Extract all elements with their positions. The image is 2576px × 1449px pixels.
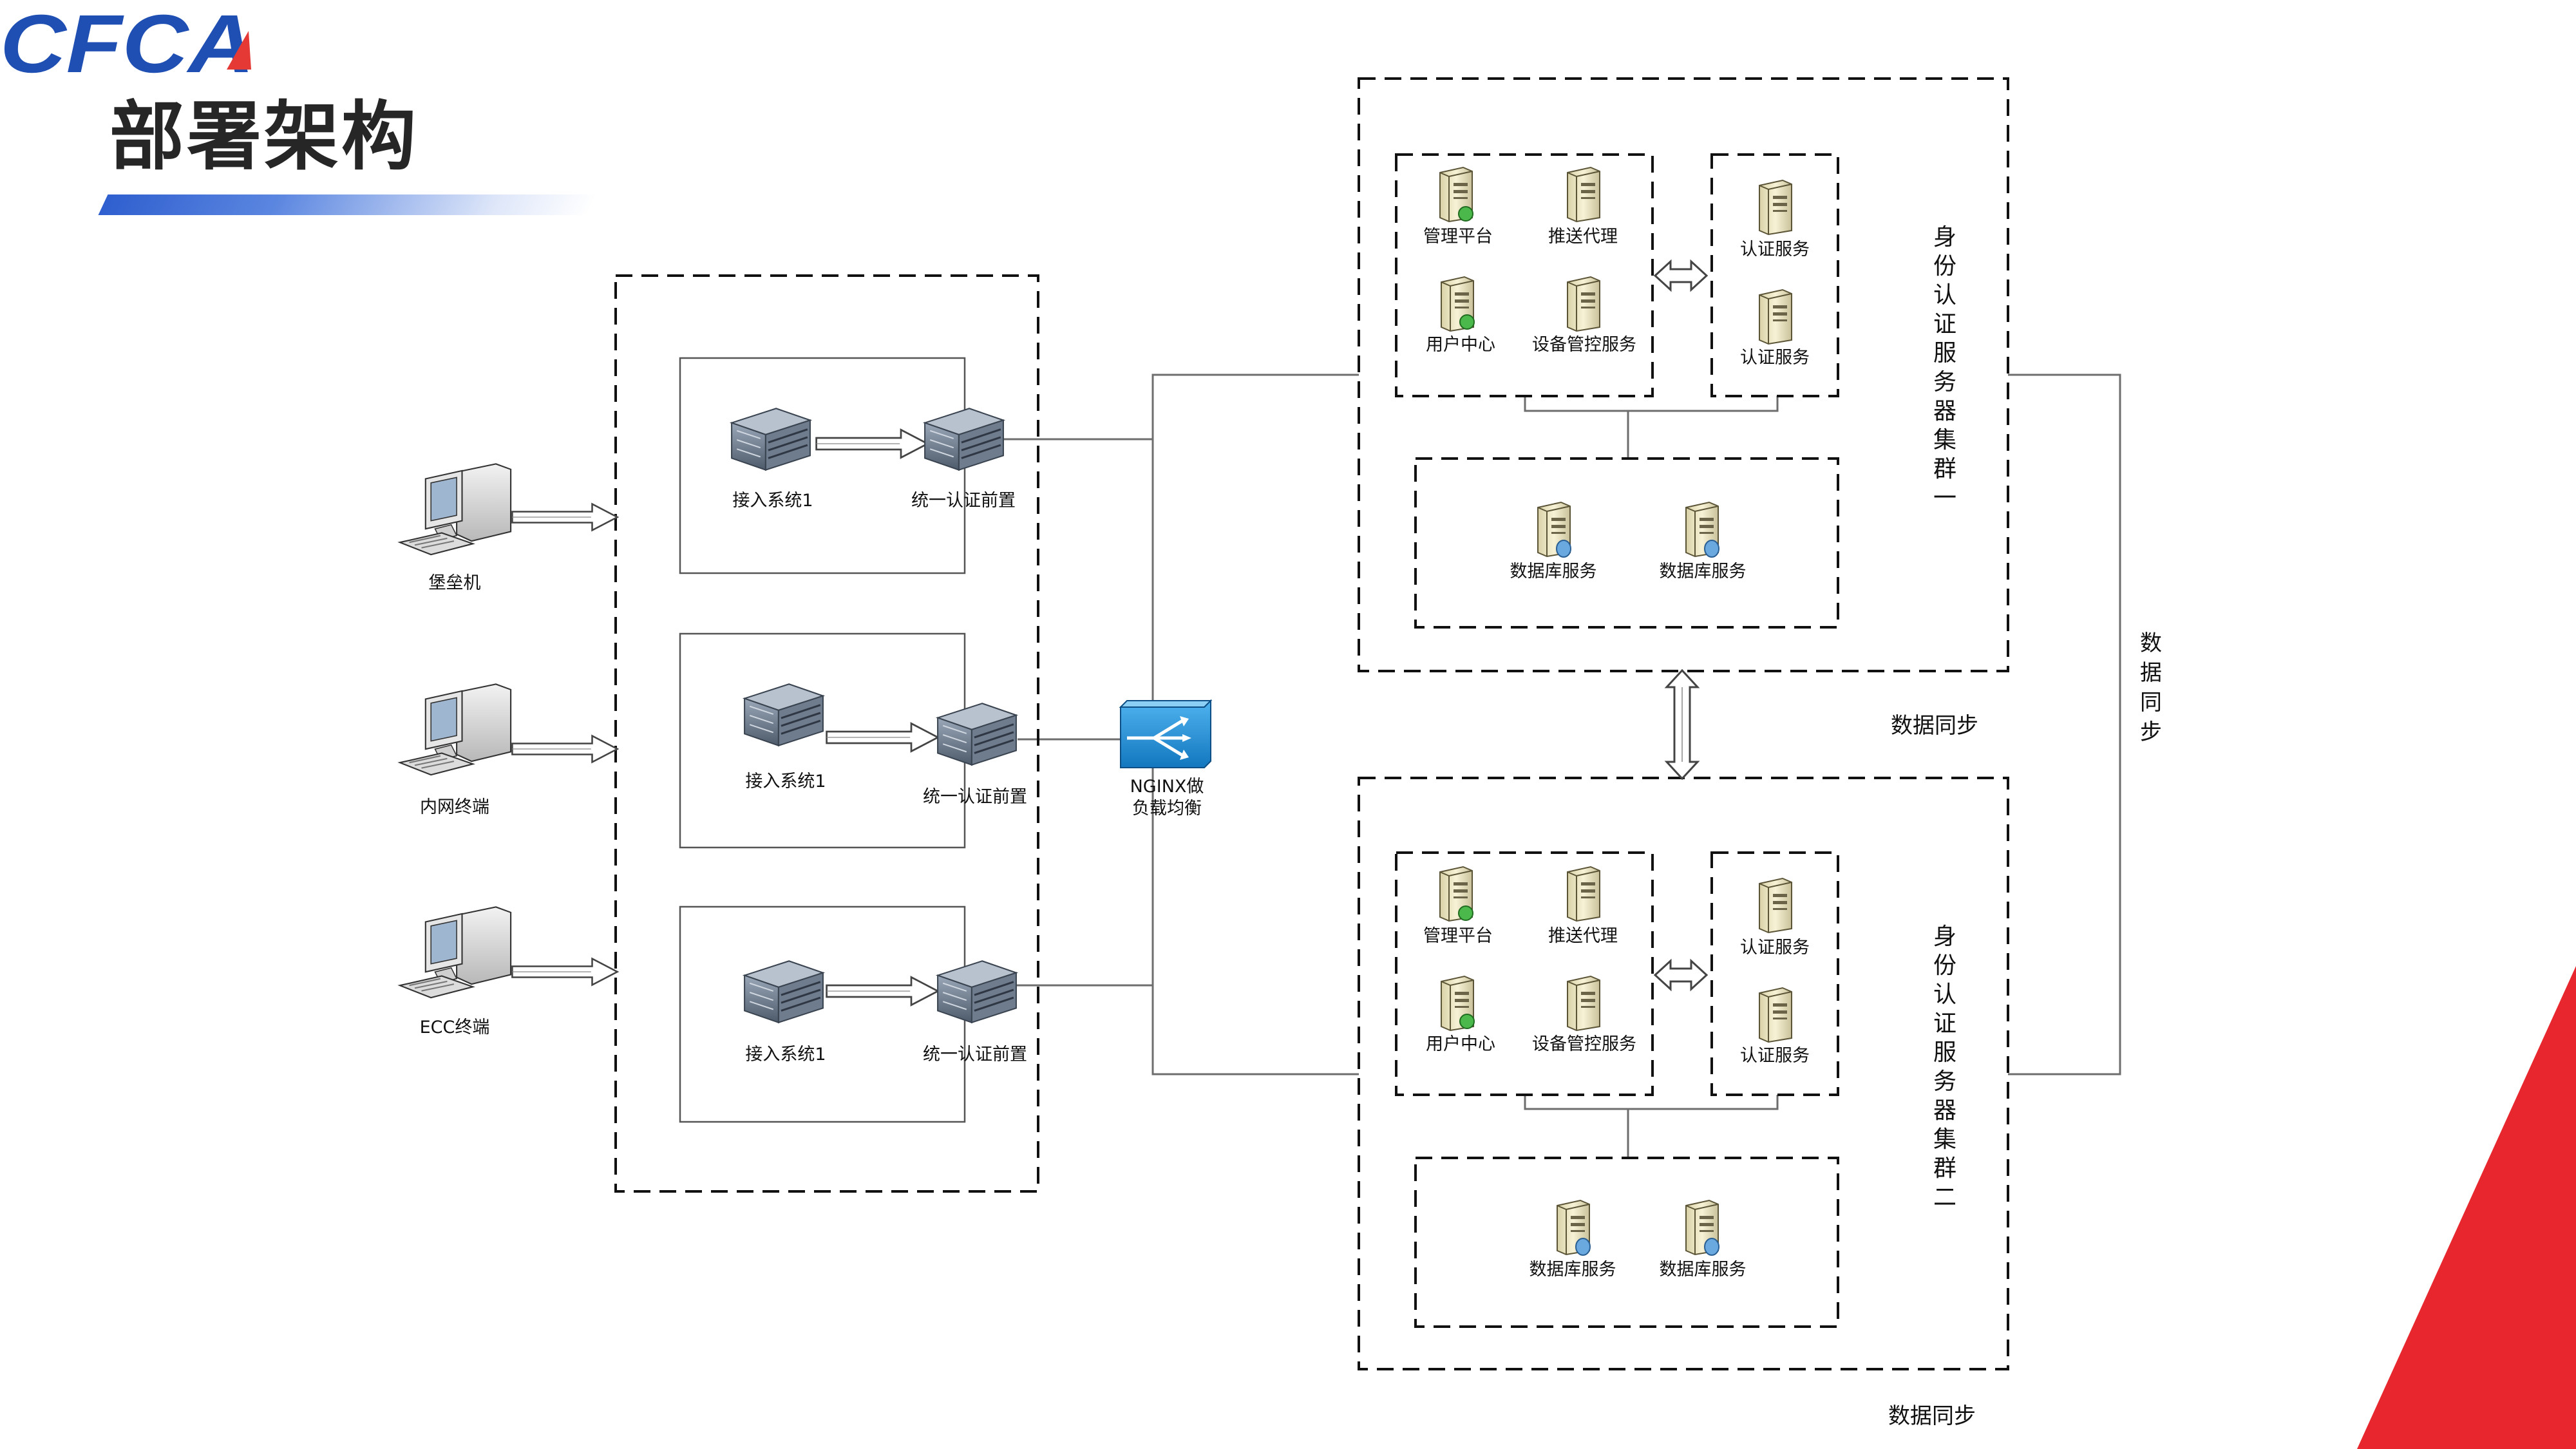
access-group-1: 接入系统1 统一认证前置	[730, 407, 1016, 511]
computer-icon	[399, 906, 512, 999]
status-icon	[1458, 905, 1473, 921]
auth-label: 认证服务	[1740, 1046, 1810, 1066]
cluster-one-db-box	[1414, 457, 1839, 629]
server-rack-icon	[936, 702, 1018, 766]
app-label: 设备管控服务	[1532, 1034, 1636, 1054]
flow-arrow-icon	[826, 976, 939, 1006]
app-label: 管理平台	[1423, 227, 1493, 247]
server-icon	[1567, 866, 1600, 922]
access-system-label: 接入系统1	[732, 491, 813, 511]
app-label: 用户中心	[1426, 335, 1495, 355]
db-label: 数据库服务	[1660, 1260, 1747, 1280]
app-label: 管理平台	[1423, 926, 1493, 946]
cluster-two-db-box	[1414, 1157, 1839, 1328]
sync-label-right: 数据同步	[2140, 630, 2162, 745]
auth-gateway-label: 统一认证前置	[923, 1045, 1027, 1065]
db-label: 数据库服务	[1660, 562, 1747, 582]
db-label: 数据库服务	[1530, 1260, 1616, 1280]
load-balancer-label-line2: 负载均衡	[1132, 799, 1202, 819]
load-balancer-label-line1: NGINX做	[1130, 777, 1204, 797]
server-rack-icon	[743, 960, 824, 1024]
cluster-two-auth-box	[1710, 851, 1839, 1096]
access-group-3: 接入系统1 统一认证前置	[743, 960, 1027, 1065]
access-group-2: 接入系统1 统一认证前置	[743, 683, 1027, 807]
bidirectional-arrow-icon	[1653, 958, 1709, 992]
client-arrow-icon	[511, 735, 619, 763]
auth-label: 认证服务	[1740, 240, 1810, 260]
switch-icon	[1119, 699, 1213, 768]
sync-label-middle: 数据同步	[1891, 713, 1978, 739]
network-lines	[1001, 374, 2121, 1157]
logo-text: CFCA	[0, 0, 254, 90]
cluster-two-app-box	[1395, 851, 1654, 1096]
access-system-label: 接入系统1	[745, 772, 826, 791]
decorative-red-wedge	[2357, 966, 2576, 1449]
app-label: 推送代理	[1548, 227, 1618, 247]
server-rack-icon	[923, 407, 1005, 471]
server-rack-icon	[730, 407, 811, 471]
status-icon	[1459, 1014, 1475, 1029]
cluster-sync-arrow-icon	[1664, 668, 1700, 781]
cluster-one-app-box	[1395, 153, 1654, 397]
flow-arrow-icon	[815, 429, 929, 459]
sync-label-bottom: 数据同步	[1888, 1403, 1976, 1429]
client-1: 堡垒机	[399, 463, 619, 593]
server-icon	[1567, 167, 1600, 222]
cluster-two-box	[1358, 777, 2009, 1370]
auth-label: 认证服务	[1740, 348, 1810, 368]
cluster-one: 管理平台 推送代理 用户中心 设备管控服务 认证服务 认证服务 数据库服务 数据…	[1423, 167, 1956, 582]
server-rack-icon	[936, 960, 1018, 1024]
status-icon	[1459, 314, 1475, 330]
cluster-one-auth-box	[1710, 153, 1839, 397]
client-label: 堡垒机	[429, 573, 481, 593]
app-label: 推送代理	[1548, 926, 1618, 946]
server-icon	[1759, 289, 1792, 345]
load-balancer: NGINX做 负载均衡	[1119, 699, 1213, 819]
cluster-one-box	[1358, 77, 2009, 672]
access-box-3	[679, 905, 966, 1123]
auth-gateway-label: 统一认证前置	[911, 491, 1016, 511]
server-icon	[1567, 276, 1600, 332]
server-icon	[1759, 878, 1792, 933]
bidirectional-arrow-icon	[1653, 259, 1709, 292]
access-zone-box	[614, 274, 1039, 1193]
status-icon	[1458, 206, 1473, 222]
cluster-one-label: 身份认证服务器集群一	[1933, 224, 1956, 511]
app-label: 用户中心	[1426, 1034, 1495, 1054]
cluster-two: 管理平台 推送代理 用户中心 设备管控服务 认证服务 认证服务 数据库服务 数据…	[1423, 866, 1956, 1280]
app-label: 设备管控服务	[1532, 335, 1636, 355]
dashed-groups	[614, 77, 2009, 1370]
client-label: ECC终端	[420, 1018, 490, 1037]
flow-arrow-icon	[826, 723, 939, 752]
auth-label: 认证服务	[1740, 938, 1810, 958]
cluster-two-label: 身份认证服务器集群二	[1933, 923, 1956, 1211]
server-icon	[1759, 987, 1792, 1043]
client-label: 内网终端	[420, 797, 489, 817]
db-label: 数据库服务	[1510, 562, 1597, 582]
server-icon	[1567, 976, 1600, 1031]
client-3: ECC终端	[399, 906, 619, 1037]
access-box-1	[679, 357, 966, 574]
logo-accent-triangle	[227, 31, 251, 70]
computer-icon	[399, 463, 512, 556]
server-rack-icon	[743, 683, 824, 747]
client-2: 内网终端	[399, 683, 619, 817]
computer-icon	[399, 683, 512, 776]
auth-gateway-label: 统一认证前置	[923, 787, 1027, 807]
page-title: 部署架构	[109, 93, 419, 180]
server-icon	[1759, 180, 1792, 235]
client-arrow-icon	[511, 958, 619, 986]
cfca-logo: CFCA	[0, 0, 254, 90]
client-arrow-icon	[511, 503, 619, 531]
access-system-label: 接入系统1	[745, 1045, 826, 1065]
